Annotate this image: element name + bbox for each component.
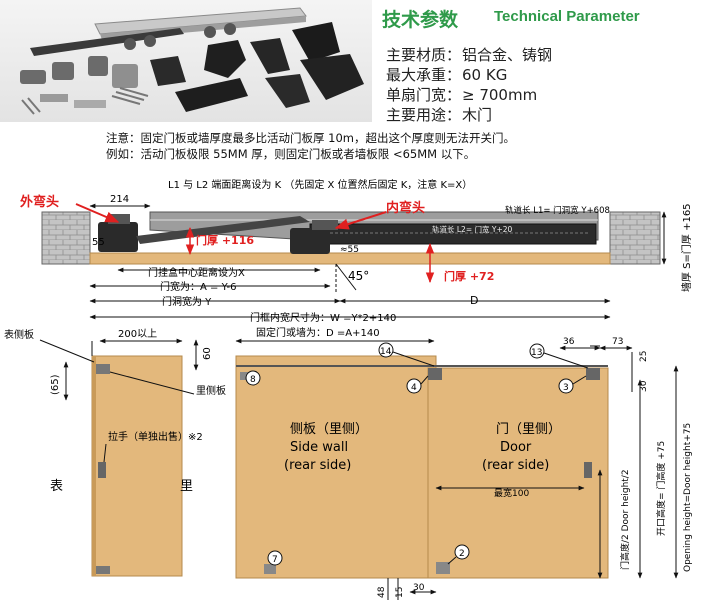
spec-value: 60 KG bbox=[462, 66, 508, 84]
dim-73: 73 bbox=[612, 337, 623, 347]
door-panel-top-view bbox=[89, 252, 611, 265]
callout-2: 2 bbox=[447, 544, 470, 565]
section-title-en: Technical Parameter bbox=[494, 8, 640, 25]
door-zh: 门（里侧） bbox=[496, 422, 561, 437]
wall-thickness: 墙厚 S=门厚 +165 bbox=[680, 203, 693, 292]
spec-label: 单扇门宽： bbox=[386, 86, 462, 104]
side-view-door bbox=[91, 355, 183, 577]
spec-row-max-load: 最大承重：60 KG bbox=[386, 64, 507, 85]
frame-width: 门框内宽尺寸为：W =Y*2+140 bbox=[250, 311, 396, 324]
svg-text:2: 2 bbox=[459, 549, 465, 559]
outer-bend-block bbox=[98, 222, 138, 252]
side-wall-zh: 侧板（里侧） bbox=[290, 422, 368, 437]
dim-65: (65) bbox=[50, 374, 61, 395]
top-bracket bbox=[96, 364, 110, 374]
spec-label: 最大承重： bbox=[386, 66, 462, 84]
svg-text:14: 14 bbox=[380, 347, 392, 357]
dim-d: D bbox=[470, 294, 478, 307]
left-wall bbox=[41, 211, 91, 265]
svg-text:3: 3 bbox=[563, 383, 569, 393]
svg-text:8: 8 bbox=[250, 375, 256, 385]
dim-30: 30 bbox=[639, 380, 649, 392]
callout-7: 7 bbox=[267, 550, 283, 566]
dim-30-bottom: 30 bbox=[413, 583, 425, 593]
rail-l1-label: 轨道长 L1= 门洞宽 Y+608 bbox=[505, 205, 610, 216]
inner-bend-label: 内弯头 bbox=[386, 200, 425, 216]
door-en2: (rear side) bbox=[482, 458, 549, 473]
side-wall-panel bbox=[235, 355, 437, 579]
dim-48: 48 bbox=[377, 586, 387, 598]
dim-55-mid: ≈55 bbox=[340, 245, 359, 255]
spec-row-material: 主要材质：铝合金、铸钢 bbox=[386, 44, 552, 65]
spec-row-usage: 主要用途：木门 bbox=[386, 104, 492, 125]
rail-l2-label: 轨道长 L2= 门宽 Y+20 bbox=[432, 224, 513, 234]
door-panel bbox=[427, 367, 609, 579]
callout-13: 13 bbox=[529, 343, 589, 369]
svg-text:13: 13 bbox=[531, 348, 542, 358]
callout-14: 14 bbox=[378, 342, 435, 367]
outer-bend-label: 外弯头 bbox=[19, 194, 59, 210]
callout-4: 4 bbox=[406, 375, 429, 394]
callout-3: 3 bbox=[558, 375, 587, 394]
top-view-caption: L1 与 L2 端面距离设为 K （先固定 X 位置然后固定 K，注意 K=X） bbox=[168, 178, 472, 191]
hanger-distance: 门挂盒中心距离设为X bbox=[148, 266, 245, 279]
inner-bend-block bbox=[290, 228, 330, 254]
spec-value: 铝合金、铸钢 bbox=[462, 46, 553, 64]
spec-row-door-width: 单扇门宽：≥ 700mm bbox=[386, 84, 537, 105]
product-photo bbox=[0, 0, 372, 122]
opening-height-zh: 开口高度= 门高度 +75 bbox=[655, 441, 667, 536]
door-thick-72: 门厚 +72 bbox=[444, 269, 494, 283]
back-side-label: 里 bbox=[180, 479, 193, 494]
note-line-2: 例如：活动门板极限 55MM 厚，则固定门板或者墙板限 <65MM 以下。 bbox=[106, 147, 476, 161]
right-wall bbox=[609, 211, 661, 265]
dim-200: 200以上 bbox=[118, 328, 157, 340]
dim-36: 36 bbox=[563, 337, 575, 347]
spec-label: 主要用途： bbox=[386, 106, 462, 124]
door-en: Door bbox=[500, 440, 532, 455]
dim-25: 25 bbox=[639, 351, 649, 362]
side-wall-en: Side wall bbox=[290, 440, 348, 455]
callout-8: 8 bbox=[245, 370, 261, 386]
door-half-height: 门高度/2 Door height/2 bbox=[619, 469, 631, 570]
svg-text:7: 7 bbox=[272, 555, 278, 565]
dim-214: 214 bbox=[110, 194, 129, 205]
section-title-zh: 技术参数 bbox=[382, 9, 459, 31]
opening-width: 门洞宽为 Y bbox=[162, 295, 212, 308]
surface-panel-label: 表侧板 bbox=[4, 328, 34, 341]
angle-label: 45° bbox=[348, 269, 369, 283]
handle bbox=[98, 462, 106, 478]
dim-55-left: 55 bbox=[92, 237, 105, 248]
inner-panel-label: 里侧板 bbox=[196, 384, 226, 397]
side-wall-en2: (rear side) bbox=[284, 458, 351, 473]
dim-60: 60 bbox=[202, 347, 213, 360]
opening-height-en: Opening height=Door height+75 bbox=[683, 423, 693, 572]
spec-value: ≥ 700mm bbox=[462, 86, 538, 104]
fixed-door-label: 固定门或墙为：D =A+140 bbox=[256, 326, 380, 339]
spec-label: 主要材质： bbox=[386, 46, 462, 64]
handle-label: 拉手（单独出售）※2 bbox=[108, 430, 203, 443]
svg-text:4: 4 bbox=[411, 383, 417, 393]
door-thick-116: 门厚 +116 bbox=[196, 233, 254, 247]
door-handle bbox=[584, 462, 592, 478]
front-side-label: 表 bbox=[50, 479, 63, 494]
spec-value: 木门 bbox=[462, 106, 493, 124]
min-width-label: 最宽100 bbox=[494, 487, 529, 499]
dim-15: 15 bbox=[395, 587, 405, 598]
door-width: 门宽为：A = Y-6 bbox=[160, 280, 236, 293]
note-line-1: 注意：固定门板或墙厚度最多比活动门板厚 10m，超出这个厚度则无法开关门。 bbox=[106, 131, 515, 145]
